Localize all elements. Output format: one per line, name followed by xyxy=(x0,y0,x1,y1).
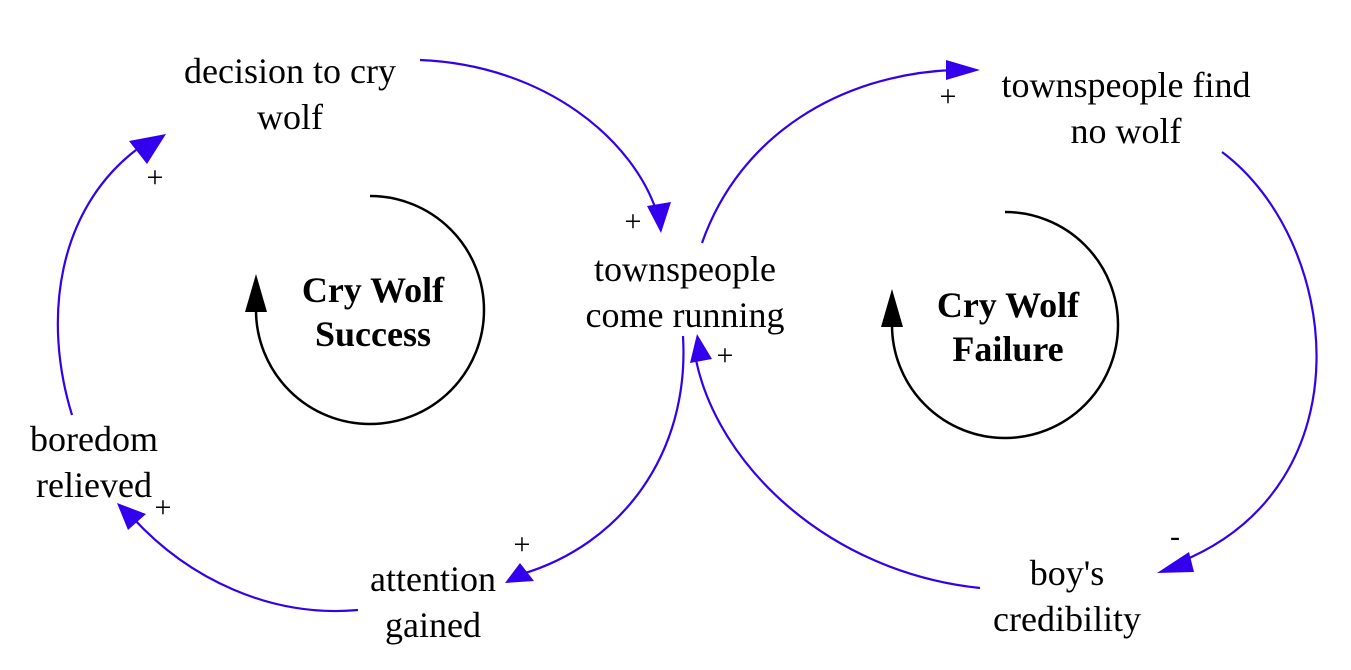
variable-boys-credibility: boy's credibility xyxy=(972,550,1162,642)
loop-circle-failure xyxy=(890,210,1120,440)
variable-label-line2: come running xyxy=(585,295,785,335)
variable-label-line1: boy's xyxy=(1029,553,1105,593)
loop-label-line1: Cry Wolf xyxy=(936,285,1080,325)
variable-label-line1: townspeople find xyxy=(1001,65,1251,105)
variable-label-line2: no wolf xyxy=(1070,111,1182,151)
variable-label-line2: wolf xyxy=(257,97,323,137)
variable-label-line2: gained xyxy=(385,605,481,645)
polarity-decision-to-running: + xyxy=(624,205,642,238)
arrowhead-boredom xyxy=(117,503,146,530)
link-attention-to-boredom xyxy=(132,517,359,613)
loop-arrow-success xyxy=(245,274,267,312)
variable-label-line1: decision to cry xyxy=(184,51,396,91)
variable-townspeople-come-running: townspeople come running xyxy=(570,246,800,338)
loop-circle-success xyxy=(254,194,486,426)
link-running-to-attention xyxy=(521,335,685,576)
variable-attention-gained: attention gained xyxy=(343,556,523,648)
polarity-running-to-no-wolf: + xyxy=(939,80,957,113)
variable-boredom-relieved: boredom relieved xyxy=(14,416,174,508)
link-credibility-to-running xyxy=(694,359,981,590)
variable-townspeople-find-no-wolf: townspeople find no wolf xyxy=(976,62,1276,154)
arrowhead-attention xyxy=(505,563,534,583)
loop-label-line2: Success xyxy=(315,314,431,354)
polarity-no-wolf-to-credibility: - xyxy=(1170,520,1180,553)
variable-label-line1: boredom xyxy=(30,419,158,459)
link-decision-to-running xyxy=(419,58,660,217)
polarity-credibility-to-running: + xyxy=(716,339,734,372)
arrowhead-running-bottom xyxy=(690,334,712,363)
link-boredom-to-decision xyxy=(56,149,137,416)
arrowhead-credibility xyxy=(1157,552,1194,573)
polarity-boredom-to-decision: + xyxy=(146,161,164,194)
variable-decision-to-cry-wolf: decision to cry wolf xyxy=(165,48,415,140)
loop-label-line1: Cry Wolf xyxy=(301,270,445,310)
arrowhead-running-top xyxy=(647,202,671,233)
polarity-attention-to-boredom: + xyxy=(154,491,172,524)
variable-label-line1: attention xyxy=(370,559,496,599)
variable-label-line2: relieved xyxy=(36,465,152,505)
loop-label-failure: Cry Wolf Failure xyxy=(918,283,1098,371)
variable-label-line2: credibility xyxy=(993,599,1141,639)
link-running-to-no-wolf xyxy=(700,68,953,244)
link-no-wolf-to-credibility xyxy=(1179,151,1318,564)
loop-label-line2: Failure xyxy=(952,329,1064,369)
variable-label-line1: townspeople xyxy=(594,249,776,289)
loop-label-success: Cry Wolf Success xyxy=(283,268,463,356)
arrowhead-decision xyxy=(129,134,166,164)
polarity-running-to-attention: + xyxy=(513,528,531,561)
arrowhead-no-wolf xyxy=(946,60,980,80)
loop-arrow-failure xyxy=(881,289,903,327)
